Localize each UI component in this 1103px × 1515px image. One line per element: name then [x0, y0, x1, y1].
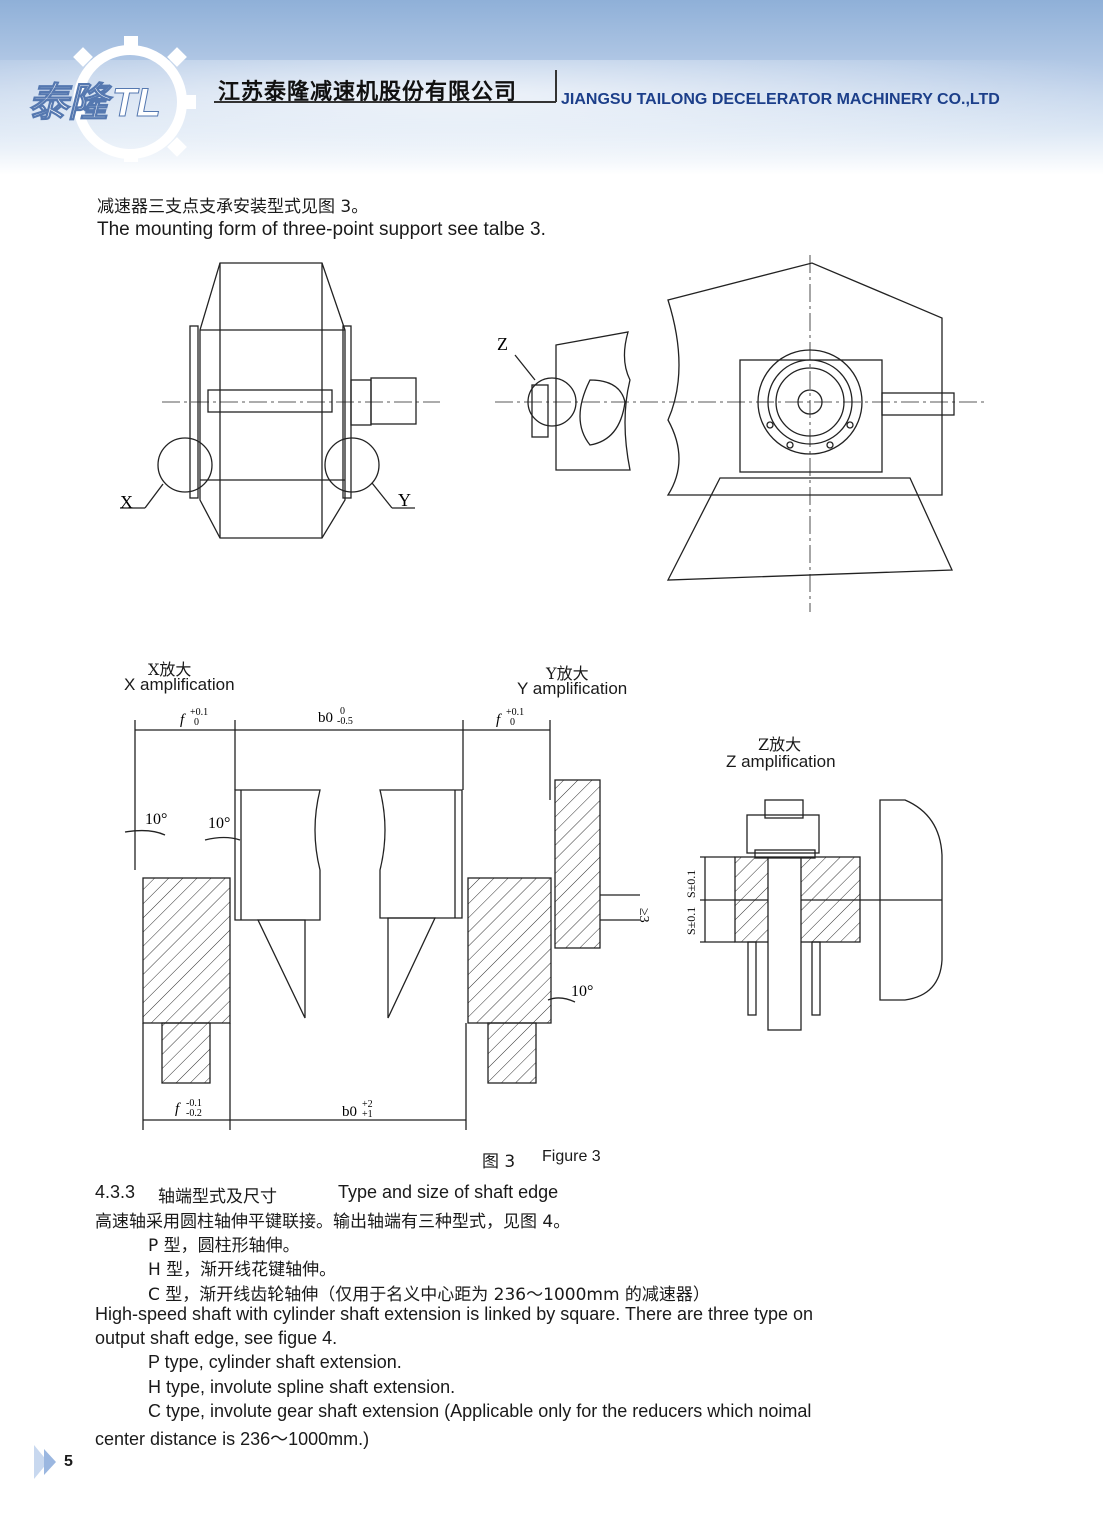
- x-amp-en: X amplification: [124, 675, 235, 694]
- h-type-cn: H 型，渐开线花键轴伸。: [148, 1260, 337, 1280]
- label-z: Z: [497, 334, 508, 354]
- svg-text:TL: TL: [112, 81, 161, 125]
- company-name-underline: [214, 101, 556, 103]
- dim-f-top-right: f: [496, 712, 502, 728]
- svg-text:泰隆: 泰隆: [28, 80, 114, 126]
- para-cn-1: 高速轴采用圆柱轴伸平键联接。输出轴端有三种型式，见图 4。: [95, 1212, 571, 1232]
- intro-en: The mounting form of three-point support…: [97, 219, 546, 240]
- dim-f-top-left-upper: +0.1: [190, 707, 208, 718]
- dim-ge3: ≥3: [636, 908, 651, 923]
- dim-f-top-left-lower: 0: [194, 717, 199, 728]
- z-amp-en: Z amplification: [726, 752, 836, 771]
- dim-b0-top: b0: [318, 710, 333, 726]
- dim-f-bottom-upper: -0.1: [186, 1098, 202, 1109]
- dim-b0-bottom-lower: +1: [362, 1109, 373, 1120]
- para-en-line-1: High-speed shaft with cylinder shaft ext…: [95, 1304, 814, 1324]
- side-view-drawing: [120, 262, 440, 539]
- y-amp-en: Y amplification: [517, 679, 628, 698]
- angle-label-2: 10°: [208, 815, 230, 832]
- dim-b0-top-upper: 0: [340, 706, 345, 717]
- figure-caption-cn: 图 3: [482, 1152, 516, 1172]
- page-number: 5: [64, 1453, 73, 1470]
- company-name-cn: 江苏泰隆减速机股份有限公司: [218, 80, 518, 105]
- dim-b0-bottom-upper: +2: [362, 1099, 373, 1110]
- p-type-cn: P 型，圆柱形轴伸。: [148, 1236, 300, 1256]
- dim-s-2: S±0.1: [684, 870, 698, 898]
- x-amp-cn: X放大: [148, 660, 192, 679]
- front-view-drawing: [495, 255, 985, 612]
- z-amp-cn: Z放大: [758, 735, 802, 754]
- dim-f-bottom: f: [175, 1101, 181, 1117]
- page-header: 泰隆 TL 江苏泰隆减速机股份有限公司 JIANGSU TAILONG DECE…: [0, 0, 1103, 175]
- intro-cn: 减速器三支点支承安装型式见图 3。: [97, 197, 369, 217]
- c-type-en-line-1: C type, involute gear shaft extension (A…: [148, 1401, 812, 1421]
- section-number: 4.3.3: [95, 1182, 136, 1202]
- angle-label-1: 10°: [145, 811, 167, 828]
- p-type-en: P type, cylinder shaft extension.: [148, 1352, 402, 1372]
- angle-label-3: 10°: [571, 983, 593, 1000]
- company-logo: 泰隆 TL: [28, 36, 196, 162]
- c-type-cn: C 型，渐开线齿轮轴伸（仅用于名义中心距为 236～1000mm 的减速器）: [148, 1285, 710, 1305]
- dim-f-top-right-upper: +0.1: [506, 707, 524, 718]
- dim-b0-bottom: b0: [342, 1104, 357, 1120]
- dim-f-bottom-lower: -0.2: [186, 1108, 202, 1119]
- dim-f-top-right-lower: 0: [510, 717, 515, 728]
- figure-caption-en: Figure 3: [542, 1148, 601, 1165]
- company-name-divider: [555, 70, 557, 102]
- xy-amplification-drawing: [124, 720, 640, 1130]
- y-amp-cn: Y放大: [546, 664, 589, 683]
- para-en-line-2: output shaft edge, see figue 4.: [95, 1328, 338, 1348]
- page-marker-arrows-icon: [34, 1445, 56, 1479]
- dim-f-top-left: f: [180, 712, 186, 728]
- section-heading-cn: 轴端型式及尺寸: [158, 1187, 277, 1207]
- label-x: X: [120, 492, 133, 512]
- z-amplification-drawing: [700, 799, 943, 1031]
- company-name-en: JIANGSU TAILONG DECELERATOR MACHINERY CO…: [561, 91, 1000, 108]
- section-heading-en: Type and size of shaft edge: [338, 1182, 559, 1202]
- dim-b0-top-lower: -0.5: [337, 716, 353, 727]
- dim-s-1: S±0.1: [684, 907, 698, 935]
- c-type-en-line-2: center distance is 236～1000mm.): [95, 1429, 370, 1449]
- label-y: Y: [398, 490, 411, 510]
- h-type-en: H type, involute spline shaft extension.: [148, 1377, 456, 1397]
